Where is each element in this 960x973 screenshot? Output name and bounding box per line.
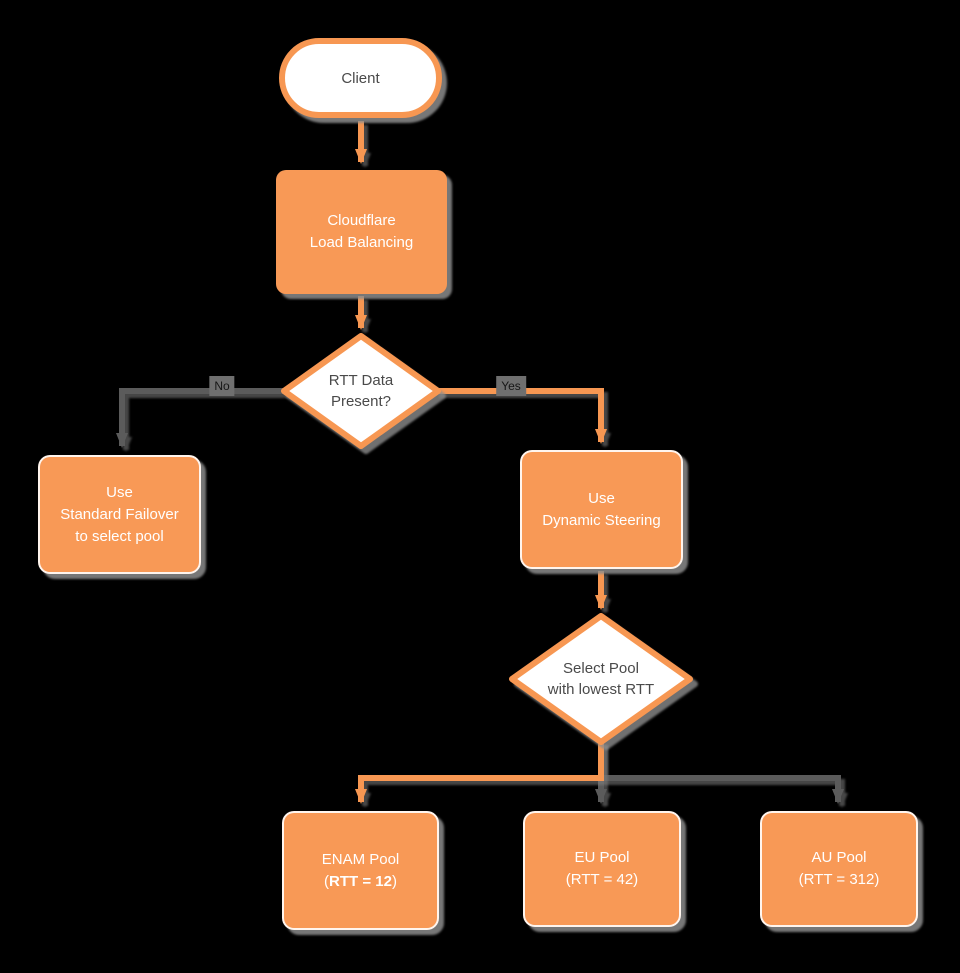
edge-label-yes: Yes bbox=[496, 376, 526, 396]
eu-pool-label-line1: EU Pool bbox=[574, 849, 630, 866]
enam-pool-rtt-value: RTT = 12 bbox=[329, 872, 392, 890]
connector-select-pool-to-au-pool bbox=[598, 741, 844, 804]
load-balancing-label-line1: Cloudflare bbox=[327, 212, 396, 229]
enam-pool-label-line1: ENAM Pool bbox=[321, 850, 400, 868]
standard-failover-node: Use Standard Failover to select pool bbox=[38, 455, 201, 574]
eu-pool-node: EU Pool (RTT = 42) bbox=[523, 811, 681, 927]
au-pool-label-line2: (RTT = 312) bbox=[798, 871, 880, 888]
edge-label-no: No bbox=[209, 376, 235, 396]
standard-failover-label-line2: Standard Failover bbox=[60, 505, 179, 523]
connector-rtt-no-to-standard-failover bbox=[116, 388, 287, 448]
dynamic-steering-label-line1: Use bbox=[588, 489, 615, 507]
client-node: Client bbox=[279, 38, 442, 118]
eu-pool-label-line2: (RTT = 42) bbox=[565, 871, 639, 888]
client-label: Client bbox=[341, 69, 380, 87]
enam-pool-label-line2: (RTT = 12) bbox=[324, 872, 397, 890]
au-pool-node: AU Pool (RTT = 312) bbox=[760, 811, 918, 927]
load-balancing-label-line2: Load Balancing bbox=[309, 234, 414, 251]
connector-select-pool-to-enam-pool bbox=[355, 741, 604, 804]
load-balancing-node: Cloudflare Load Balancing bbox=[276, 170, 447, 294]
dynamic-steering-node: Use Dynamic Steering bbox=[520, 450, 683, 569]
enam-pool-node: ENAM Pool (RTT = 12) bbox=[282, 811, 439, 930]
dynamic-steering-label-line2: Dynamic Steering bbox=[542, 511, 661, 529]
au-pool-label-line1: AU Pool bbox=[811, 849, 867, 866]
connector-rtt-yes-to-dynamic-steering bbox=[435, 388, 607, 444]
select-pool-diamond bbox=[509, 613, 693, 745]
standard-failover-label-line1: Use bbox=[106, 483, 133, 501]
standard-failover-label-line3: to select pool bbox=[75, 527, 164, 545]
rtt-decision-diamond bbox=[281, 333, 441, 449]
